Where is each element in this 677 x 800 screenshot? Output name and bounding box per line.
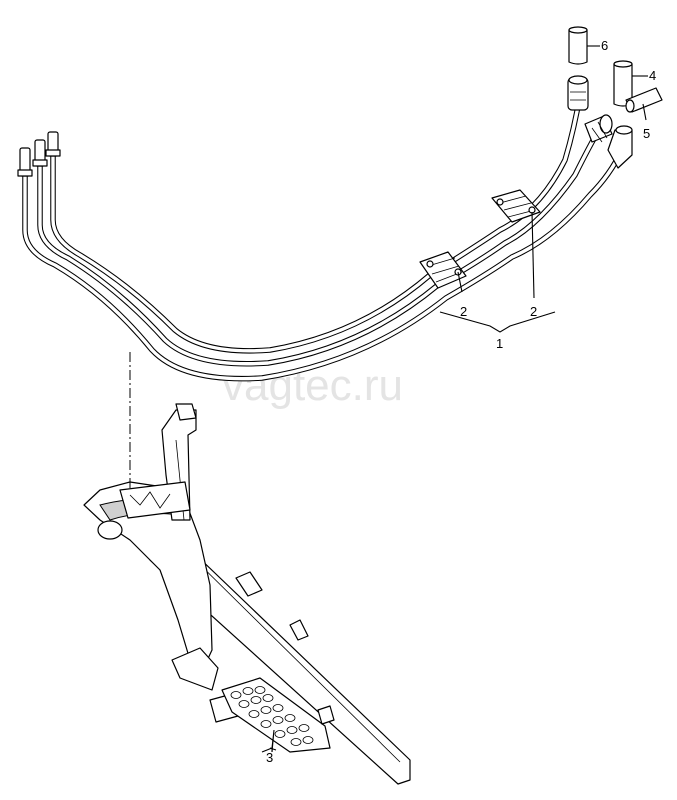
hose-5 <box>625 87 663 113</box>
pipe-end-connectors-left <box>17 131 61 177</box>
pipe-clip-right <box>491 189 541 223</box>
pipe-bundle <box>17 75 633 382</box>
hose-4 <box>613 60 633 107</box>
callout-6: 6 <box>601 38 608 53</box>
pipe-clip-left <box>419 251 467 289</box>
group-bracket <box>439 311 556 333</box>
leader-3 <box>271 729 275 753</box>
hose-6 <box>568 26 588 65</box>
callout-4: 4 <box>649 68 656 83</box>
grille-vents <box>221 677 331 753</box>
callout-3: 3 <box>266 750 273 765</box>
callout-2b: 2 <box>530 304 537 319</box>
pipe-middle <box>37 125 603 367</box>
callout-5: 5 <box>643 126 650 141</box>
connector-middle <box>584 114 613 143</box>
pipe-upper <box>50 92 583 354</box>
connector-lower <box>607 125 633 169</box>
callout-1: 1 <box>496 336 503 351</box>
connector-upper <box>567 75 589 111</box>
callout-2a: 2 <box>460 304 467 319</box>
console-bracket <box>83 403 411 785</box>
pipe-lower <box>22 147 625 382</box>
